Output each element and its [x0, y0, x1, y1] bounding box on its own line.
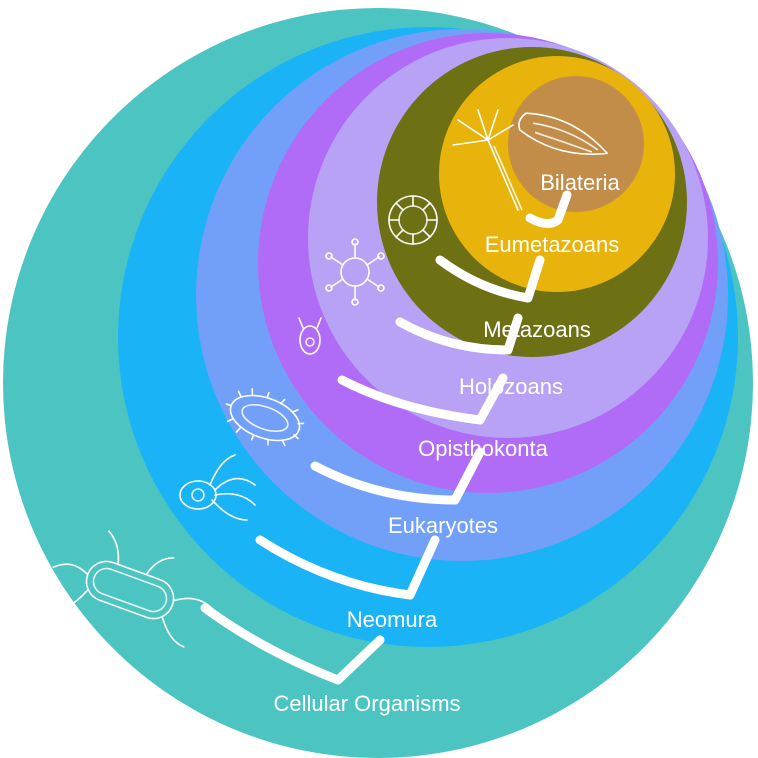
colonial-protist-icon	[325, 238, 385, 306]
branch-eukaryotes	[310, 447, 485, 505]
label-neomura: Neomura	[347, 607, 438, 632]
label-holozoans: Holozoans	[459, 374, 563, 399]
branch-cellular-organisms	[200, 603, 385, 685]
bacterium-icon	[52, 530, 215, 648]
label-bilateria: Bilateria	[540, 170, 620, 195]
flagellate-icon	[179, 454, 256, 521]
circle-bilateria	[508, 76, 644, 212]
branch-holozoans	[395, 313, 523, 355]
ciliate-icon	[225, 388, 305, 447]
branch-eumetazoans	[525, 190, 572, 228]
label-metazoans: Metazoans	[483, 317, 591, 342]
branch-opisthokonta	[337, 373, 508, 425]
branch-neomura	[255, 535, 440, 600]
label-eukaryotes: Eukaryotes	[388, 513, 498, 538]
label-opisthokonta: Opisthokonta	[418, 436, 548, 461]
sponge-cell-icon	[388, 195, 438, 245]
label-eumetazoans: Eumetazoans	[485, 232, 620, 257]
cladogram-branches	[200, 190, 572, 685]
clade-labels: Cellular Organisms Neomura Eukaryotes Op…	[273, 170, 620, 716]
branch-metazoans	[435, 255, 545, 303]
flatworm-icon	[518, 112, 609, 155]
hydra-icon	[452, 109, 523, 211]
choanoflagellate-icon	[298, 317, 322, 355]
label-cellular-organisms: Cellular Organisms	[273, 691, 460, 716]
